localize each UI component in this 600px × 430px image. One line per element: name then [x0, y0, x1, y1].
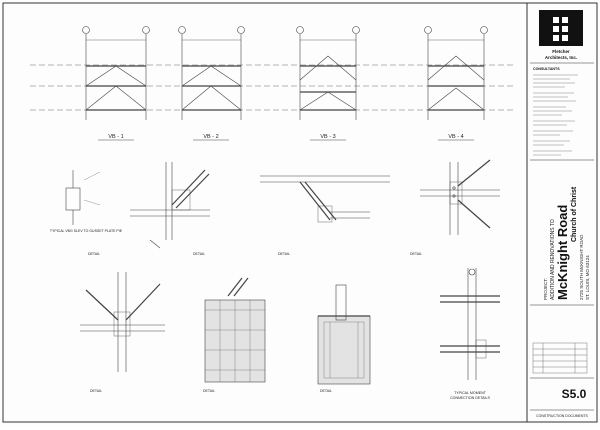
sheet-border — [2, 2, 598, 423]
detail-column-brace — [420, 159, 500, 235]
project-subname: Church of Christ — [571, 186, 578, 242]
bottom-captions: DETAIL DETAIL DETAIL TYPICAL MOMENT CONN… — [90, 389, 491, 400]
elevations-row — [30, 26, 515, 120]
detail-caption-4: DETAIL — [278, 252, 290, 256]
consultants-label: CONSULTANTS — [533, 67, 560, 71]
detail-caption-2: DETAIL — [88, 252, 100, 256]
elevation-label-vb1: VB - 1 — [108, 134, 123, 140]
elevation-vb3 — [296, 26, 360, 120]
firm-name-line2: Architects, Inc. — [545, 55, 577, 60]
project-address-line2: ST. LOUIS, MO 63124 — [585, 255, 590, 300]
elevation-label-vb3: VB - 3 — [320, 134, 335, 140]
detail-caption-moment-1: TYPICAL MOMENT — [454, 391, 487, 395]
detail-caption-7: DETAIL — [203, 389, 215, 393]
elevation-labels: VB - 1 VB - 2 VB - 3 VB - 4 — [98, 134, 474, 141]
grid-logo — [539, 10, 583, 46]
middle-captions: TYPICAL VBG SLEV TO GUSSET PLATE PIE DET… — [50, 229, 422, 256]
detail-moment-connection — [440, 268, 500, 380]
detail-caption-moment-2: CONNECTION DETAILS — [450, 396, 490, 400]
elevation-label-vb4: VB - 4 — [448, 134, 463, 140]
detail-gusset-plate — [65, 170, 101, 225]
detail-caption-gusset: TYPICAL VBG SLEV TO GUSSET PLATE PIE — [50, 229, 123, 233]
elevation-label-vb2: VB - 2 — [203, 134, 218, 140]
detail-row-middle — [65, 159, 500, 249]
detail-hatched-wall — [204, 277, 266, 383]
revision-table — [532, 342, 588, 374]
detail-caption-8: DETAIL — [320, 389, 332, 393]
project-name-block: PROJECT: ADDITION AND RENOVATIONS TO McK… — [543, 186, 590, 300]
detail-column-base — [317, 284, 371, 385]
consultants-fineprint — [533, 74, 578, 156]
elevation-vb4 — [424, 26, 488, 120]
project-title: ADDITION AND RENOVATIONS TO — [550, 219, 556, 300]
title-block: Fletcher Architects, Inc. CONSULTANTS PR… — [530, 10, 594, 418]
sheet-status: CONSTRUCTION DOCUMENTS — [536, 414, 588, 418]
elevation-vb1 — [82, 26, 150, 120]
project-address-line1: 2725 SOUTH McKNIGHT ROAD — [579, 234, 584, 300]
detail-caption-6: DETAIL — [90, 389, 102, 393]
detail-caption-3: DETAIL — [193, 252, 205, 256]
elevation-vb2 — [178, 26, 245, 120]
project-label: PROJECT: — [543, 278, 548, 300]
project-name: McKnight Road — [555, 205, 570, 300]
firm-name: Fletcher — [552, 49, 570, 54]
detail-row-bottom — [80, 268, 500, 385]
detail-caption-5: DETAIL — [410, 252, 422, 256]
detail-beam-splice — [260, 175, 390, 223]
detail-brace-connection-2 — [80, 272, 165, 372]
sheet-number: S5.0 — [562, 387, 587, 401]
detail-brace-connection-1 — [130, 162, 210, 249]
